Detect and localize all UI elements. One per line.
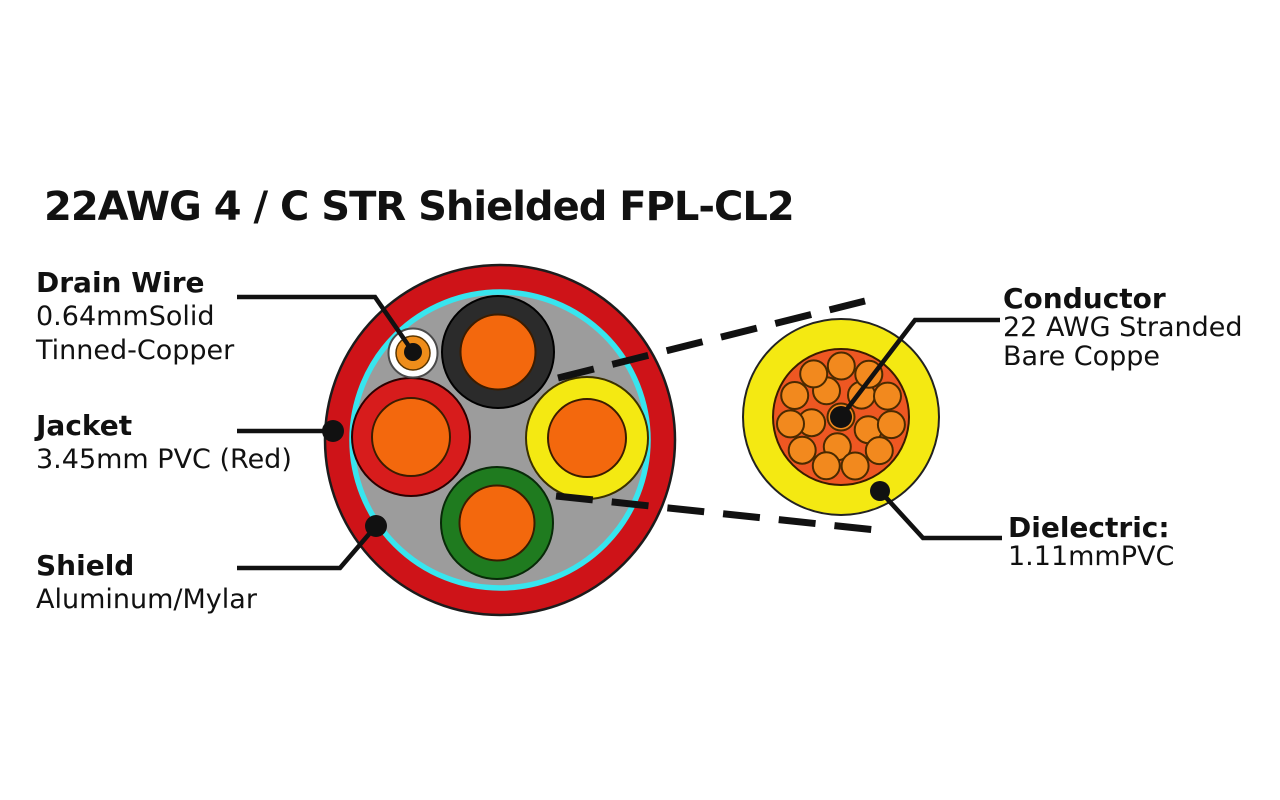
conductor-red [351, 377, 471, 497]
shield-heading: Shield [36, 549, 135, 582]
copper-strand [780, 381, 810, 410]
copper-strand [799, 359, 829, 389]
copper-strand [811, 451, 841, 481]
shield-leader [237, 524, 378, 571]
conductor-spec-line2: Bare Coppe [1003, 341, 1161, 372]
conductor-red-copper [371, 397, 451, 477]
callout-shield: Shield Aluminum/Mylar [36, 549, 257, 617]
dielectric-heading: Dielectric: [1008, 511, 1170, 544]
callout-conductor: Conductor 22 AWG Stranded Bare Coppe [1003, 284, 1243, 371]
copper-strand [787, 435, 817, 465]
copper-strand [840, 451, 870, 481]
dielectric-leader-dot [870, 481, 890, 501]
conductor-heading: Conductor [1003, 282, 1166, 315]
copper-strand [776, 409, 805, 439]
copper-strand [826, 351, 856, 381]
callout-dielectric: Dielectric: 1.11mmPVC [1008, 513, 1174, 571]
copper-strand [876, 410, 906, 440]
conductor-yellow [525, 376, 649, 500]
conductor-leader-dot [830, 406, 852, 428]
shield-spec-line1: Aluminum/Mylar [36, 584, 257, 615]
dielectric-spec-line1: 1.11mmPVC [1008, 541, 1175, 572]
main-cross-section [323, 263, 677, 617]
jacket-leader-dot [322, 420, 344, 442]
conductor-green-copper [458, 484, 536, 562]
conductor-black [441, 295, 555, 409]
drain-wire-spec-line1: 0.64mmSolid [36, 301, 215, 332]
conductor-yellow-copper [547, 398, 627, 478]
conductor-spec-line1: 22 AWG Stranded [1003, 312, 1243, 343]
drain-wire-heading: Drain Wire [36, 266, 205, 299]
callout-jacket: Jacket 3.45mm PVC (Red) [36, 409, 292, 477]
drain-wire-leader-dot [404, 343, 422, 361]
dielectric-leader [878, 489, 1002, 541]
callout-drain-wire: Drain Wire 0.64mmSolid Tinned-Copper [36, 266, 234, 368]
drain-wire-leader [237, 294, 415, 354]
shield-leader-dot [365, 515, 387, 537]
page-title: 22AWG 4 / C STR Shielded FPL-CL2 [44, 184, 795, 230]
jacket-spec-line1: 3.45mm PVC (Red) [36, 444, 292, 475]
conductor-green [440, 466, 554, 580]
drain-wire-spec-line2: Tinned-Copper [36, 335, 235, 366]
conductor-black-copper [459, 313, 537, 391]
conductor-leader [839, 317, 1000, 419]
jacket-heading: Jacket [36, 409, 133, 442]
copper-strand [854, 359, 884, 389]
copper-strand [864, 436, 894, 466]
leader-lines [237, 294, 1002, 571]
copper-strand [873, 381, 902, 411]
